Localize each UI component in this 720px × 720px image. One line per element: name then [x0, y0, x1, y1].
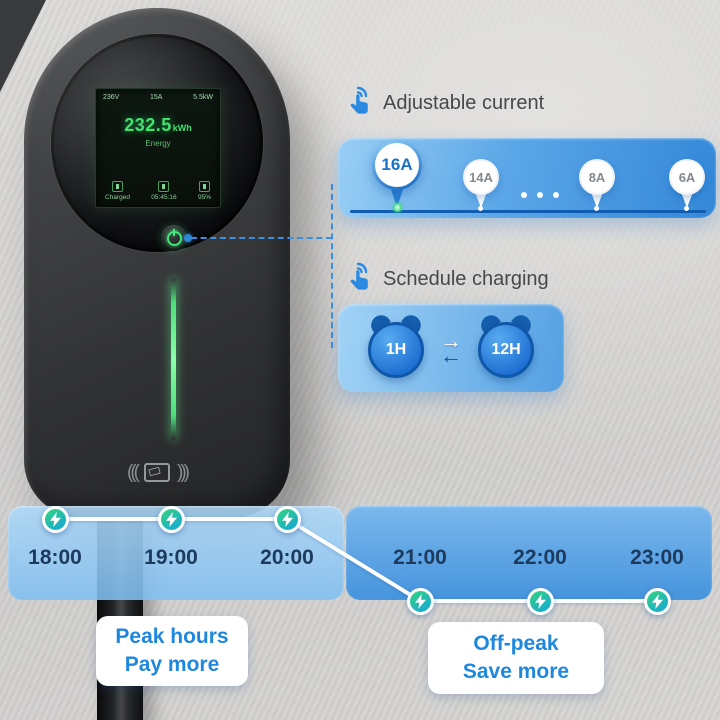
current-readout: 15A	[150, 94, 163, 101]
bolt-marker	[527, 588, 554, 615]
bolt-marker	[407, 588, 434, 615]
ellipsis-dot	[553, 192, 559, 198]
caption-line: Pay more	[124, 653, 220, 676]
status-label: 95%	[197, 194, 211, 201]
rfid-card-icon	[144, 463, 170, 482]
pin-tip-dot	[684, 206, 689, 211]
power-icon	[166, 230, 182, 246]
time-label: 21:00	[393, 546, 447, 569]
lightning-icon	[50, 512, 61, 527]
caption-line: Save more	[462, 660, 570, 683]
arrow-left-icon: ←	[440, 343, 462, 368]
current-option-6a: 6A	[669, 159, 705, 195]
current-option-8a: 8A	[579, 159, 615, 195]
screen-stats-row: 236V 15A 5.5kW	[96, 89, 220, 101]
rfid-reader-area: ((( )))	[24, 463, 290, 482]
min-duration-label: 1H	[385, 341, 407, 358]
time-label: 20:00	[260, 546, 314, 569]
status-item: 95%	[198, 181, 211, 201]
charger-lcd-screen: 236V 15A 5.5kW 232.5kWh Energy Charged 0…	[95, 88, 221, 208]
charge-status-icon	[111, 181, 123, 192]
battery-icon	[198, 181, 210, 192]
ellipsis-dot	[537, 192, 543, 198]
pin-tail	[591, 192, 603, 208]
caption-line: Off-peak	[473, 631, 559, 655]
time-label: 23:00	[630, 546, 684, 569]
schedule-charging-title: Schedule charging	[383, 268, 549, 290]
time-label: 22:00	[513, 546, 567, 569]
current-track-line	[350, 210, 706, 213]
max-duration-label: 12H	[491, 341, 521, 358]
pin-tail	[475, 192, 487, 208]
adjustable-current-title: Adjustable current	[383, 92, 545, 114]
pin-tip-dot	[478, 206, 483, 211]
lightning-icon	[282, 512, 293, 527]
pin-tail	[390, 186, 404, 208]
energy-unit: kWh	[172, 123, 192, 133]
lightning-icon	[652, 594, 663, 609]
time-label: 19:00	[144, 546, 198, 569]
selected-pin-tip-glow	[393, 203, 402, 212]
energy-value: 232.5	[124, 115, 172, 135]
clock-face: 1H	[368, 322, 424, 378]
status-label: 05:45:16	[151, 194, 177, 201]
time-label: 18:00	[28, 546, 82, 569]
lightning-icon	[166, 512, 177, 527]
caption-line: Peak hours	[115, 624, 229, 648]
time-icon	[158, 181, 170, 192]
tap-gesture-icon	[350, 86, 368, 114]
status-item: 05:45:16	[151, 181, 177, 201]
peak-hours-caption: Peak hours Pay more	[96, 616, 248, 686]
screen-status-row: Charged 05:45:16 95%	[96, 181, 220, 201]
pin-tip-dot	[594, 206, 599, 211]
bolt-marker	[644, 588, 671, 615]
energy-readout: 232.5kWh	[96, 115, 220, 136]
current-option-16a: 16A	[372, 140, 422, 190]
ev-charger-device: 236V 15A 5.5kW 232.5kWh Energy Charged 0…	[24, 8, 290, 518]
callout-dashed-line-vertical	[331, 184, 333, 348]
status-item: Charged	[105, 181, 130, 201]
off-peak-caption: Off-peak Save more	[428, 622, 604, 694]
power-readout: 5.5kW	[193, 94, 213, 101]
callout-dot	[184, 234, 192, 242]
swap-arrows-icon: → ←	[440, 328, 462, 368]
lightning-icon	[535, 594, 546, 609]
bolt-marker	[274, 506, 301, 533]
alarm-clock-1h: 1H	[366, 311, 426, 380]
ellipsis-dot	[521, 192, 527, 198]
bolt-marker	[158, 506, 185, 533]
off-peak-band	[346, 506, 712, 600]
lightning-icon	[415, 594, 426, 609]
callout-dashed-line-horizontal	[191, 237, 332, 239]
led-status-strip	[171, 278, 176, 440]
rfid-wave-icon: )))	[177, 462, 190, 483]
alarm-clock-12h: 12H	[476, 311, 536, 380]
status-label: Charged	[105, 194, 130, 201]
schedule-panel: 1H → ← 12H	[338, 304, 564, 392]
clock-face: 12H	[478, 322, 534, 378]
charger-front-panel: 236V 15A 5.5kW 232.5kWh Energy Charged 0…	[51, 34, 263, 252]
current-option-14a: 14A	[463, 159, 499, 195]
voltage-readout: 236V	[103, 94, 120, 101]
energy-label: Energy	[145, 139, 171, 148]
bolt-marker	[42, 506, 69, 533]
rfid-wave-icon: (((	[127, 462, 140, 483]
pin-tail	[681, 192, 693, 208]
tap-gesture-icon	[350, 262, 368, 290]
arrow-right-icon: →	[440, 328, 462, 353]
power-button	[161, 225, 187, 251]
